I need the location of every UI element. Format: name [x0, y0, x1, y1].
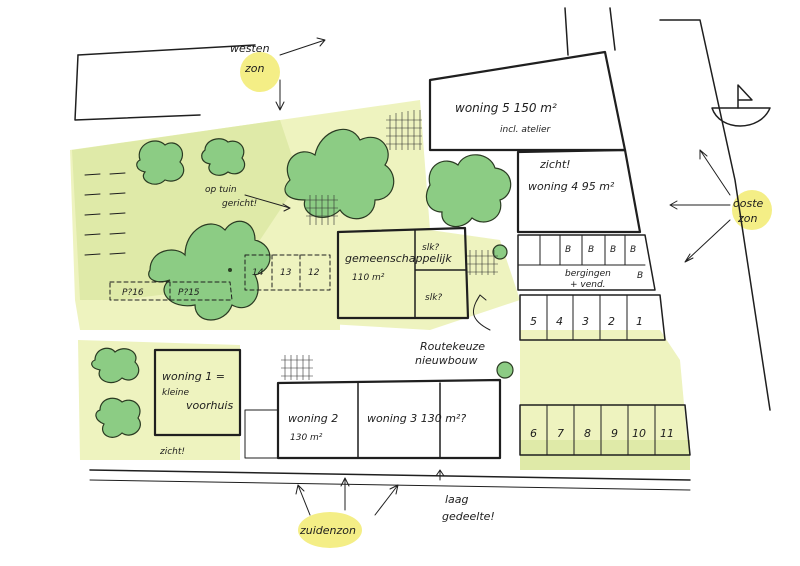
west-sun-labels: westen zon [230, 37, 326, 111]
parking-top-5: 5 [530, 315, 537, 328]
slk-label-1: slk? [422, 243, 439, 253]
tree-small-2 [201, 138, 246, 176]
house-5: woning 5 150 m² incl. atelier [428, 50, 627, 152]
laag-label: laag [445, 493, 469, 506]
garden-stripes [84, 172, 126, 256]
lawn-areas [70, 100, 690, 470]
house-1: woning 1 = kleine voorhuis [153, 348, 242, 437]
house-5-sub: incl. atelier [500, 125, 551, 135]
west-sun-label: westen [230, 42, 270, 55]
parking-top-3: 3 [582, 315, 589, 328]
parking-top-1: 1 [636, 315, 643, 328]
tree-bottom-1 [91, 347, 140, 384]
house-4-label: woning 4 95 m² [528, 180, 615, 193]
house-4: zicht! woning 4 95 m² [516, 148, 642, 234]
house-2-label: woning 2 [288, 412, 338, 425]
route-label: Routekeuze [420, 340, 485, 353]
west-sun-sub: zon [244, 62, 265, 75]
existing-lines [74, 7, 771, 491]
parking-left-13: 13 [280, 268, 292, 278]
laag-sub: gedeelte! [442, 510, 495, 523]
bergingen-label: bergingen [565, 269, 611, 279]
parking-p16: P?16 [122, 288, 144, 298]
common-sub: 110 m² [352, 273, 385, 283]
common-label: gemeenschappelijk [345, 252, 452, 265]
parking-bottom-7: 7 [557, 427, 564, 440]
house-4-view-label: zicht! [539, 158, 571, 171]
trees [91, 128, 514, 438]
tree-bottom-2 [95, 397, 141, 438]
zicht-bottom-label: zicht! [159, 447, 185, 457]
boat-icon [711, 84, 771, 127]
tree-small-4 [492, 244, 508, 260]
house-3-label: woning 3 130 m²? [367, 412, 466, 425]
hatched-areas [281, 110, 498, 380]
house-1-sub2: voorhuis [186, 399, 233, 412]
tree-large-left [148, 220, 271, 321]
tree-small-3 [496, 361, 514, 379]
house-1-label: woning 1 = [162, 370, 225, 383]
south-sun-labels: zuidenzon [295, 477, 399, 537]
parking-top: 5 4 3 2 1 [519, 294, 666, 341]
parking-bottom-11: 11 [660, 427, 674, 440]
storage-b-3: B [610, 245, 616, 255]
south-sun-label: zuidenzon [299, 524, 356, 537]
tuin-view-sub: gericht! [222, 199, 257, 209]
tree-small-1 [136, 140, 185, 185]
route-sub: nieuwbouw [415, 354, 477, 367]
house-5-label: woning 5 150 m² [455, 101, 557, 115]
house-1-sub1: kleine [162, 388, 189, 398]
storage-b-1: B [565, 245, 571, 255]
parking-bottom-6: 6 [530, 427, 537, 440]
east-sun-labels: ooste zon [669, 149, 764, 263]
parking-bottom-8: 8 [584, 427, 591, 440]
parking-bottom: 6 7 8 9 10 11 [519, 404, 691, 456]
east-sun-sub: zon [737, 212, 758, 225]
east-sun-label: ooste [733, 197, 764, 210]
storage-block: B B B B B bergingen + vend. [517, 234, 656, 291]
tuin-view-label: op tuin [205, 185, 237, 195]
storage-b-4: B [630, 245, 636, 255]
south-sun [298, 512, 362, 548]
slk-label-2: slk? [425, 293, 442, 303]
house-2-sub: 130 m² [290, 433, 323, 443]
east-sun [732, 190, 772, 230]
parking-left: 14 13 12 P?16 P?15 [109, 254, 331, 301]
storage-b-2: B [588, 245, 594, 255]
tree-center [284, 128, 395, 220]
parking-p15: P?15 [178, 288, 200, 298]
common-building: gemeenschappelijk 110 m² slk? slk? [336, 226, 470, 320]
parking-bottom-10: 10 [632, 427, 646, 440]
parking-bottom-9: 9 [611, 427, 618, 440]
parking-left-14: 14 [252, 268, 264, 278]
annotations: op tuin gericht! Routekeuze nieuwbouw zi… [159, 185, 495, 523]
storage-b-5: B [637, 271, 643, 281]
houses-2-3: woning 2 130 m² woning 3 130 m²? [244, 378, 502, 460]
bergingen-sub: + vend. [570, 280, 606, 290]
parking-top-4: 4 [556, 315, 563, 328]
parking-left-12: 12 [308, 268, 320, 278]
tree-right [425, 154, 512, 228]
parking-top-2: 2 [608, 315, 615, 328]
west-sun [240, 52, 280, 92]
